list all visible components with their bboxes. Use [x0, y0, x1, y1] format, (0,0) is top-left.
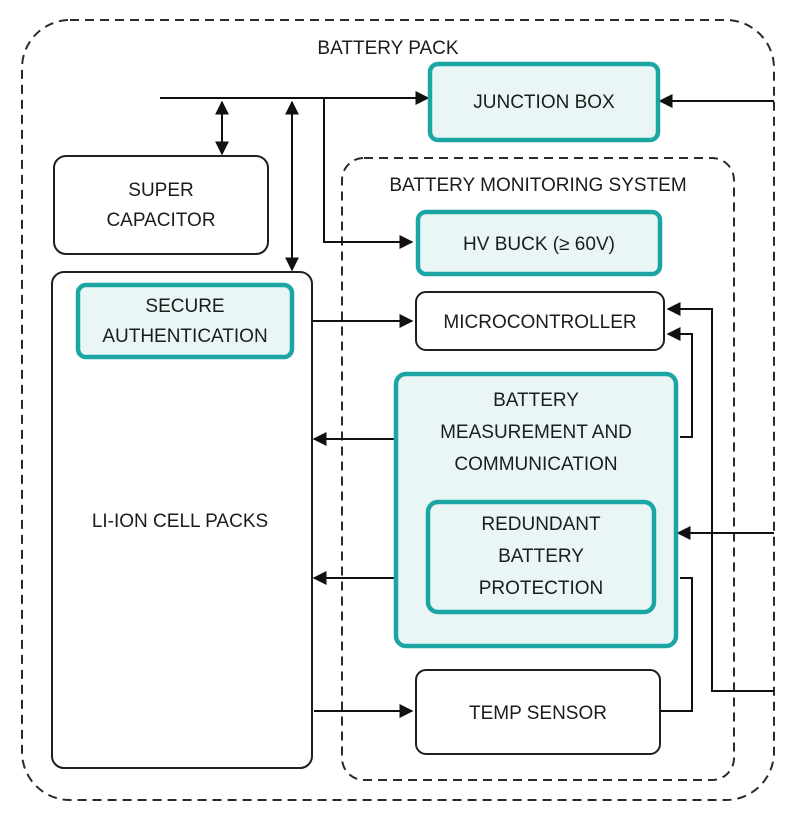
- secure-authentication-box: [75, 282, 295, 360]
- battery-pack-title: BATTERY PACK: [317, 38, 458, 59]
- bms-boundary: [341, 157, 735, 781]
- external-to-mcu-arrow: [666, 302, 774, 692]
- redundant-protection-box: [425, 499, 657, 615]
- redundant-protection-label-line3: PROTECTION: [479, 578, 604, 599]
- junction-box: [427, 61, 661, 143]
- battery-measurement-label-line3: COMMUNICATION: [454, 454, 617, 475]
- junction-box-label: JUNCTION BOX: [473, 92, 615, 113]
- secure-authentication-label-line2: AUTHENTICATION: [102, 326, 267, 347]
- battery-measurement-label-line2: MEASUREMENT AND: [440, 422, 632, 443]
- redundant-protection-label-line2: BATTERY: [498, 546, 584, 567]
- measurement-to-mcu-arrow: [666, 327, 693, 438]
- temp-sensor-box: [415, 669, 661, 755]
- bus-to-hvbuck-arrow: [323, 98, 414, 249]
- battery-measurement-label-line1: BATTERY: [493, 390, 579, 411]
- temp-sensor-label: TEMP SENSOR: [469, 703, 607, 724]
- li-ion-cell-packs-box: [51, 271, 313, 769]
- hv-buck-box: [415, 209, 663, 277]
- battery-pack-boundary: [21, 19, 775, 801]
- redundant-protection-label-line1: REDUNDANT: [481, 514, 601, 535]
- microcontroller-box: [415, 291, 665, 351]
- connections: [160, 91, 774, 718]
- temp-sensor-line: [660, 577, 693, 712]
- super-capacitor-box: [53, 155, 269, 255]
- super-capacitor-label-line2: CAPACITOR: [106, 210, 215, 231]
- li-ion-cell-packs-label: LI-ION CELL PACKS: [92, 511, 268, 532]
- microcontroller-label: MICROCONTROLLER: [443, 312, 636, 333]
- super-capacitor-label-line1: SUPER: [128, 180, 193, 201]
- bms-title: BATTERY MONITORING SYSTEM: [389, 175, 686, 196]
- hv-buck-label: HV BUCK (≥ 60V): [463, 234, 615, 255]
- secure-authentication-label-line1: SECURE: [145, 296, 224, 317]
